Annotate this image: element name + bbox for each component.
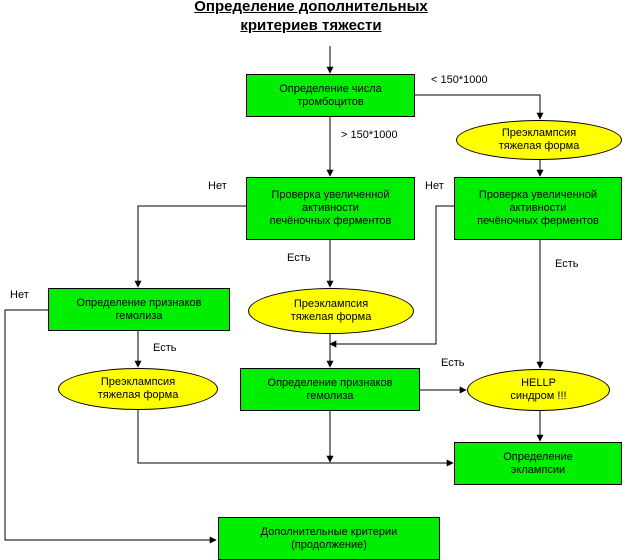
additional-criteria-continued: Дополнительные критерии (продолжение) xyxy=(218,517,440,560)
label-yes-hellp: Есть xyxy=(441,357,465,369)
preeclampsia-severe-left: Преэклампсия тяжелая форма xyxy=(58,368,218,410)
connector-preeclampsia-left-to-eclampsia xyxy=(137,410,454,467)
label-above-150: > 150*1000 xyxy=(341,129,398,141)
hellp-syndrome: HELLP синдром !!! xyxy=(467,369,610,411)
platelet-count-box: Определение числа тромбоцитов xyxy=(246,74,415,117)
diagram-title-line-1: Определение дополнительных xyxy=(194,0,428,15)
label-no-left: Нет xyxy=(10,289,29,301)
liver-enzymes-check-right: Проверка увеличенной активности печёночн… xyxy=(454,177,622,240)
preeclampsia-severe-middle: Преэклампсия тяжелая форма xyxy=(248,288,414,334)
label-no-right: Нет xyxy=(425,180,444,192)
eclampsia-determination: Определение эклампсии xyxy=(454,442,622,485)
liver-enzymes-check-center: Проверка увеличенной активности печёночн… xyxy=(246,177,415,240)
hemolysis-signs-left: Определение признаков гемолиза xyxy=(48,288,230,331)
preeclampsia-severe-top: Преэклампсия тяжелая форма xyxy=(456,120,622,160)
connector-liver-center-to-hemolysis-left xyxy=(134,205,246,288)
label-yes-left: Есть xyxy=(153,342,177,354)
label-no-center: Нет xyxy=(208,180,227,192)
diagram-title-line-2: критериев тяжести xyxy=(240,17,382,34)
connector-hemolysis-left-to-additional xyxy=(4,309,217,544)
hemolysis-signs-center: Определение признаков гемолиза xyxy=(240,368,420,411)
label-yes-right: Есть xyxy=(555,258,579,270)
label-below-150: < 150*1000 xyxy=(431,74,488,86)
connector-liver-right-to-hemolysis-center xyxy=(329,205,454,348)
connector-platelets-to-preeclampsia-top xyxy=(415,94,544,120)
label-yes-center: Есть xyxy=(287,252,311,264)
